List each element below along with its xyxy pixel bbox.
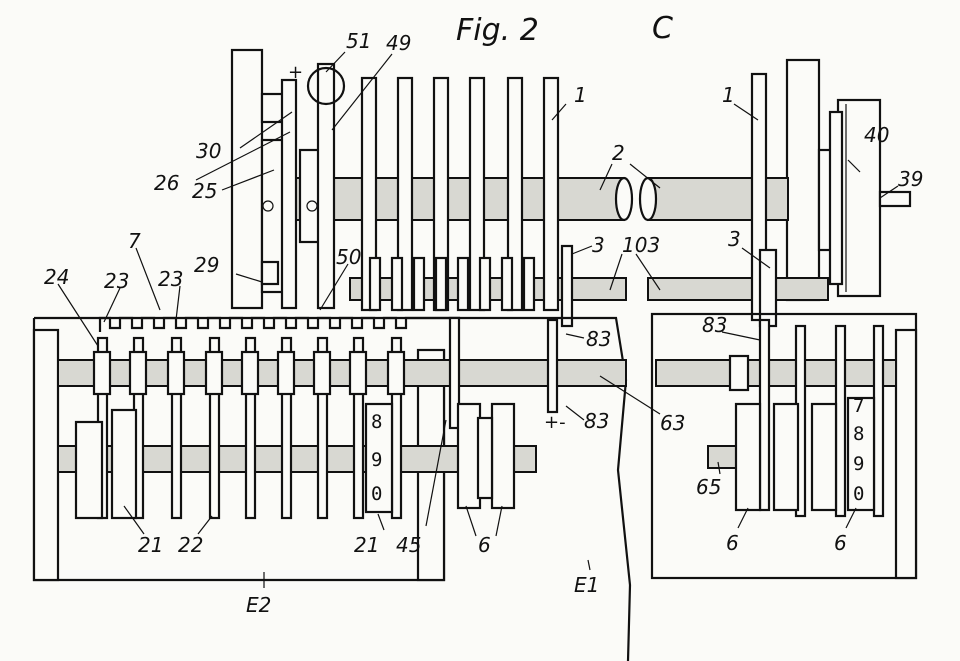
counter-wheel-6-d (772, 402, 800, 512)
right-frame-plate (785, 58, 821, 302)
shaft-63-right (655, 359, 897, 387)
label-3a: 3 (592, 233, 605, 257)
shaft-103-gears (368, 244, 778, 328)
counter-wheel-6-b (490, 402, 516, 510)
figure-title: Fig. 2 (456, 13, 539, 48)
left-frame-plate (230, 48, 264, 310)
label-65: 65 (696, 475, 721, 499)
end-plate-right (894, 328, 918, 580)
label-63: 63 (660, 411, 685, 435)
label-6c: 6 (834, 531, 847, 555)
label-21b: 21 (354, 533, 379, 557)
label-6b: 6 (726, 531, 739, 555)
counter-wheel-6-gear (476, 416, 494, 500)
right-digit-0: 7 (853, 395, 864, 417)
pivot-hole-a (262, 200, 274, 212)
shaft-63-collar (728, 354, 750, 392)
label-3b: 3 (728, 227, 741, 251)
right-digit-3: 0 (853, 483, 864, 505)
shaft-break-right (638, 176, 658, 222)
counter-wheel-21-b (110, 408, 138, 520)
label-E2: E2 (246, 593, 271, 617)
label-83c: 83 (584, 409, 609, 433)
leader-lines (57, 51, 899, 588)
crank-pin-39 (878, 190, 912, 208)
label-1a: 1 (574, 83, 587, 107)
part-29 (260, 260, 280, 286)
label-26: 26 (154, 171, 179, 195)
label-E1: E1 (574, 573, 599, 597)
label-49: 49 (386, 31, 411, 55)
toothed-rack-7 (98, 316, 460, 332)
hand-wheel-rim (836, 98, 882, 298)
label-50: 50 (336, 245, 361, 269)
shaft-103-right (647, 277, 829, 301)
label-23a: 23 (104, 269, 129, 293)
label-30: 30 (196, 139, 221, 163)
label-103: 103 (622, 233, 660, 257)
label-40: 40 (864, 123, 889, 147)
left-digit-0: 8 (371, 411, 382, 433)
label-45: 45 (396, 533, 421, 557)
right-digit-2: 9 (853, 453, 864, 475)
label-1b: 1 (722, 83, 735, 107)
end-plate-left (32, 328, 60, 582)
counter-wheel-6-a (456, 402, 482, 510)
counter-wheel-6-c (734, 402, 762, 512)
left-digit-2: 0 (371, 483, 382, 505)
part-26-plate (280, 78, 298, 310)
shaft-63-left (57, 359, 627, 387)
label-83b: 83 (702, 313, 727, 337)
hand-wheel-face (828, 110, 844, 286)
counter-wheel-6-f (846, 396, 876, 512)
left-digit-1: 9 (371, 449, 382, 471)
label-22: 22 (178, 533, 203, 557)
counter-wheel-6-e (810, 402, 838, 512)
label-39: 39 (898, 167, 923, 191)
part-49-rack (316, 62, 336, 310)
label-25: 25 (192, 179, 217, 203)
counter-wheel-21-c (364, 402, 394, 514)
part-51-circle (306, 66, 346, 106)
label-plus-top: + (288, 62, 303, 83)
right-digit-1: 8 (853, 423, 864, 445)
label-29: 29 (194, 253, 219, 277)
counter-wheel-21-a (74, 420, 104, 520)
label-2: 2 (612, 141, 625, 165)
shaft-63-collars (92, 350, 406, 396)
label-51: 51 (346, 29, 371, 53)
label-6a: 6 (478, 533, 491, 557)
label-plus-minus: +- (544, 412, 566, 433)
label-21a: 21 (138, 533, 163, 557)
label-83a: 83 (586, 327, 611, 351)
label-23b: 23 (158, 267, 183, 291)
view-letter: C (652, 11, 673, 46)
shaft-break-left (614, 176, 634, 222)
label-24: 24 (44, 265, 69, 289)
label-7: 7 (128, 229, 141, 253)
